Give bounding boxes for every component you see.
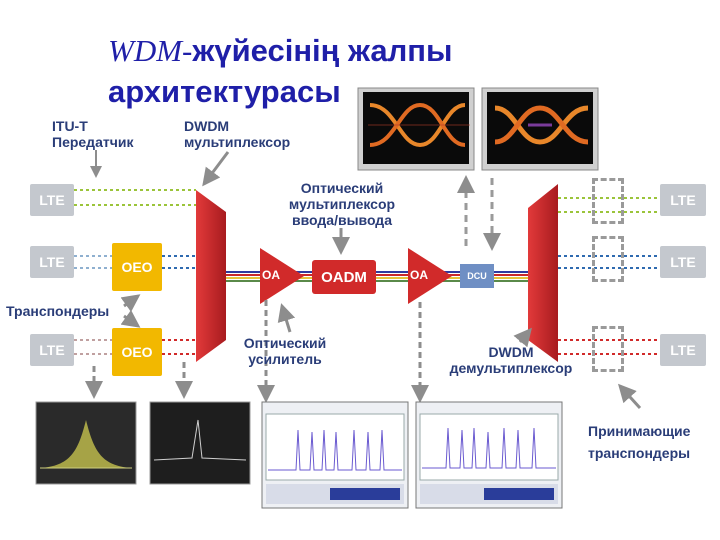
receiver-placeholder-2 xyxy=(592,236,624,282)
oadm-box: OADM xyxy=(312,260,376,294)
eye-diagram-1 xyxy=(357,87,475,171)
itu-t-transmitter-label: ITU-T Передатчик xyxy=(52,118,134,150)
dwdm-mux-shape xyxy=(196,190,226,362)
lte-box-right-3: LTE xyxy=(660,334,706,366)
receiver-placeholder-3 xyxy=(592,326,624,372)
oeo-box-2: OEO xyxy=(112,328,162,376)
oscilloscope-1 xyxy=(261,401,409,509)
lte-box-right-2: LTE xyxy=(660,246,706,278)
dwdm-mux-label: DWDM мультиплексор xyxy=(184,118,291,150)
spectrum-scope-1 xyxy=(35,401,137,485)
title-rest: жүйесінің жалпы архитектурасы xyxy=(108,33,453,109)
amplifier-desc-label: Оптический усилитель xyxy=(243,335,327,367)
eye-diagram-2 xyxy=(481,87,599,171)
oeo-box-1: OEO xyxy=(112,243,162,291)
oa-label-1: OA xyxy=(262,268,280,282)
lte-box-right-1: LTE xyxy=(660,184,706,216)
oadm-desc-label: Оптический мультиплексор ввода/вывода xyxy=(288,180,396,228)
oscilloscope-2 xyxy=(415,401,563,509)
spectrum-scope-2 xyxy=(149,401,251,485)
lte-box-left-3: LTE xyxy=(30,334,74,366)
lte-box-left-2: LTE xyxy=(30,246,74,278)
receiver-placeholder-1 xyxy=(592,178,624,224)
dwdm-demux-label: DWDM демультиплексор xyxy=(449,344,573,376)
lte-box-left-1: LTE xyxy=(30,184,74,216)
transponders-label: Транспондеры xyxy=(6,303,110,319)
title-prefix: WDM- xyxy=(108,33,193,68)
dcu-box: DCU xyxy=(460,264,494,288)
amplifier-1 xyxy=(260,248,304,304)
dwdm-demux-shape xyxy=(528,184,558,362)
amplifier-2 xyxy=(408,248,452,304)
oa-label-2: OA xyxy=(410,268,428,282)
receiving-transponders-label: Принимающие транспондеры xyxy=(588,423,691,461)
slide-title: WDM-жүйесінің жалпы архитектурасы xyxy=(108,30,668,112)
